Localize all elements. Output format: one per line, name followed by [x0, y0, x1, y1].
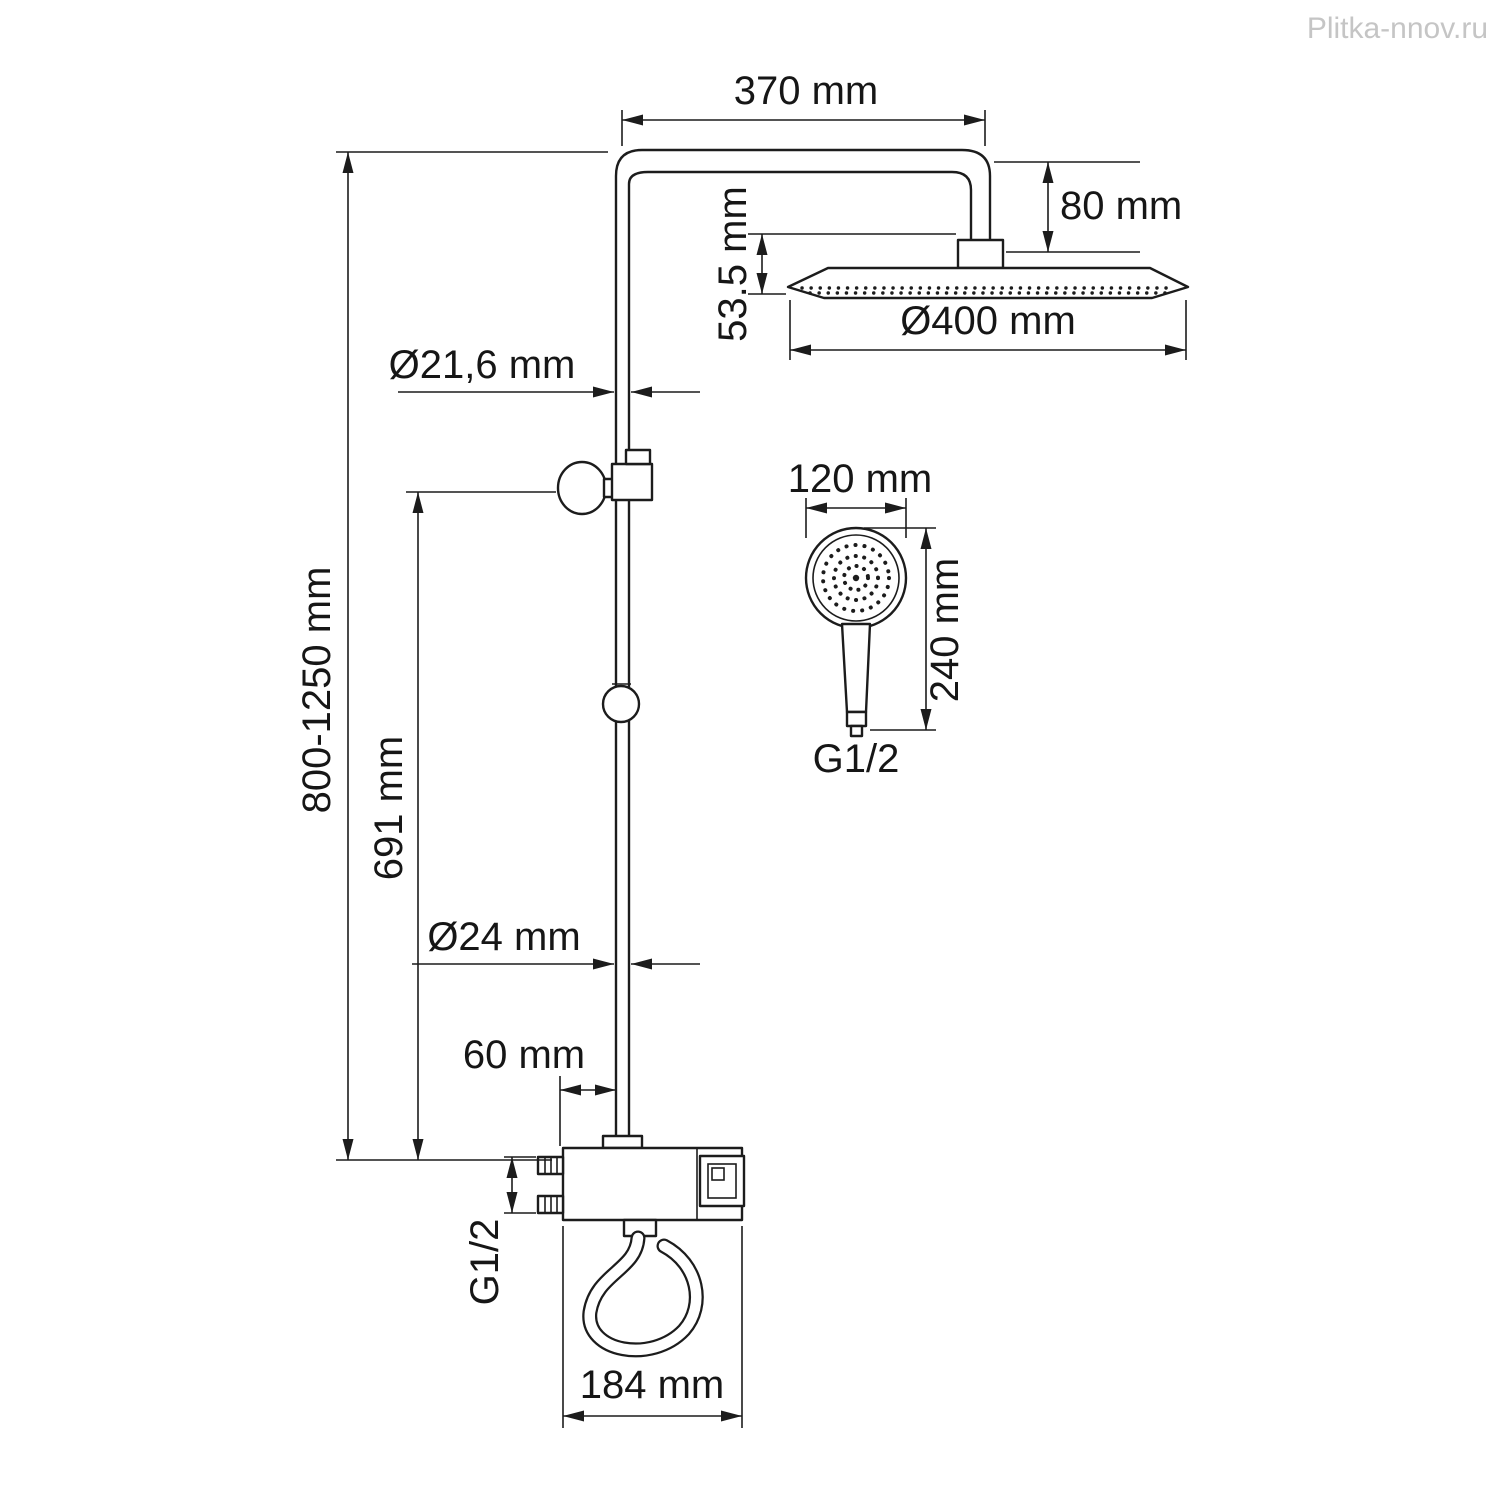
- mixer-top-connector: [601, 1134, 644, 1150]
- hand-shower-nozzle-ring2: [832, 554, 880, 602]
- hand-shower-stub: [849, 724, 864, 738]
- riser-pipe-inner: [627, 170, 973, 1136]
- diverter-knob: [601, 683, 641, 724]
- hand-shower-nozzle-ring1: [842, 564, 870, 592]
- dim-head-diameter: Ø400 mm: [900, 299, 1076, 343]
- dim-column-height: 800-1250 mm: [295, 567, 339, 814]
- hand-shower-handle: [840, 622, 872, 714]
- bracket-knob: [556, 460, 608, 516]
- dim-handshower-diameter: 120 mm: [788, 457, 933, 501]
- hand-shower-nozzle-center: [852, 574, 860, 582]
- diverter-circle: [601, 684, 641, 724]
- shower-column-drawing: [536, 148, 1190, 1358]
- hand-shower-face-inner: [812, 534, 900, 622]
- mixer-handle-inner: [707, 1163, 737, 1199]
- dim-mixer-width: 184 mm: [580, 1363, 725, 1407]
- riser-pipe-outer: [614, 148, 992, 1136]
- dim-head-height: 53.5 mm: [711, 186, 755, 342]
- site-watermark: Plitka-nnov.ru: [1307, 12, 1488, 45]
- shower-hose-core: [584, 1232, 702, 1356]
- hand-shower-nozzle-ring3: [821, 543, 891, 613]
- dimension-annotations: 370 mm 80 mm 53.5 mm Ø400 mm Ø21,6 mm 80…: [295, 69, 1187, 1428]
- dim-bracket-height: 691 mm: [367, 736, 411, 881]
- bracket-clamp: [610, 462, 654, 502]
- bracket-tab: [624, 448, 652, 466]
- dim-upper-pipe-diameter: Ø21,6 mm: [389, 343, 576, 387]
- dim-lower-pipe-diameter: Ø24 mm: [427, 915, 580, 959]
- dim-pipe-offset: 60 mm: [463, 1033, 585, 1077]
- mixer-handle-screw: [711, 1167, 725, 1181]
- thermostatic-mixer: [536, 1134, 746, 1358]
- dim-handshower-thread: G1/2: [813, 737, 900, 781]
- dim-arm-length: 370 mm: [734, 69, 879, 113]
- rain-head-mount: [956, 238, 1005, 270]
- hand-shower: [804, 526, 908, 738]
- slider-bracket: [556, 448, 654, 516]
- rain-shower-head: [786, 266, 1190, 300]
- dim-handshower-length: 240 mm: [923, 558, 967, 703]
- hand-shower-nut: [845, 710, 868, 728]
- dim-arm-drop: 80 mm: [1060, 184, 1182, 228]
- dim-mixer-thread: G1/2: [463, 1219, 507, 1306]
- mixer-inlet-ports: [536, 1155, 565, 1215]
